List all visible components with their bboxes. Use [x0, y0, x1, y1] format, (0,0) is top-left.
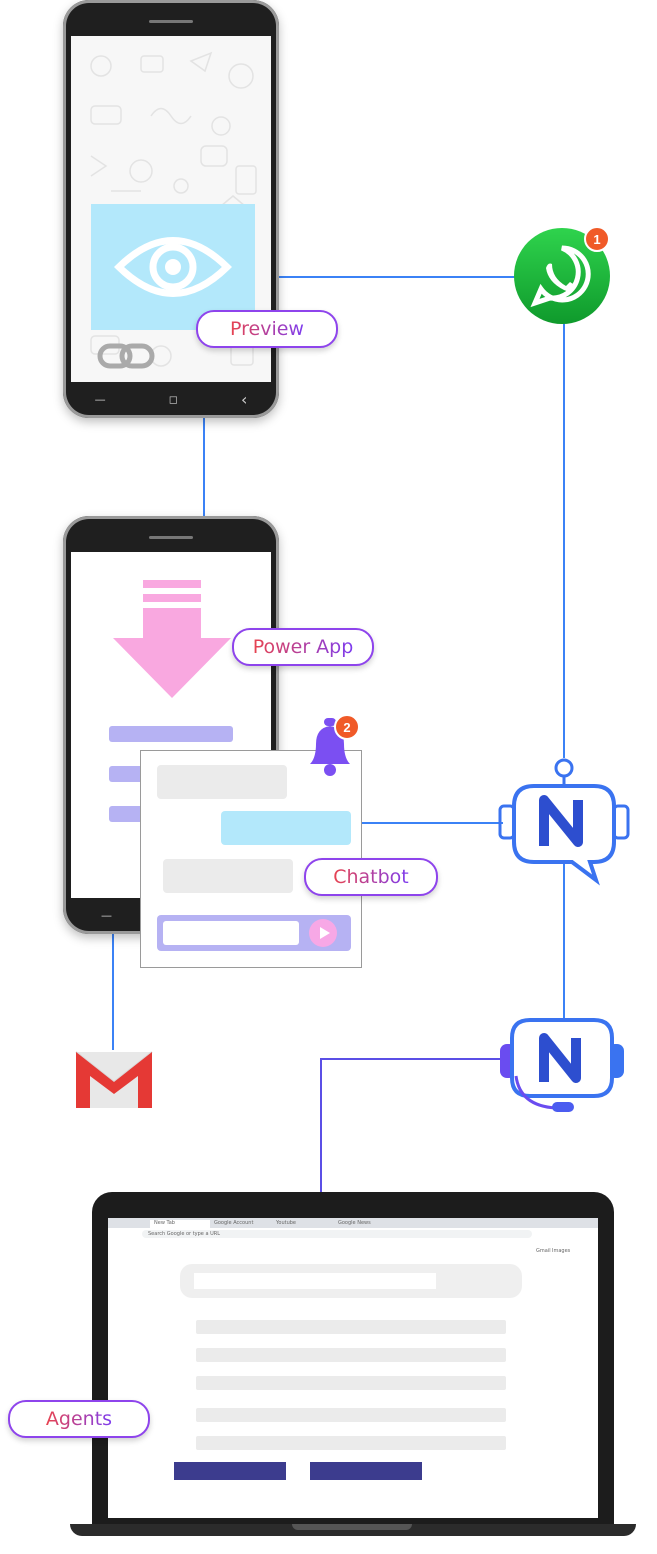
- laptop-base: [70, 1524, 636, 1536]
- whatsapp-badge: 1: [584, 226, 610, 252]
- send-button[interactable]: [309, 919, 337, 947]
- phone-navbar: —: [63, 900, 279, 930]
- browser-window: New Tab Google Account Youtube Google Ne…: [108, 1218, 598, 1518]
- browser-tab[interactable]: Youtube: [276, 1220, 296, 1226]
- agents-label: Agents: [8, 1400, 150, 1438]
- back-icon[interactable]: ‹: [240, 389, 248, 409]
- content-bar: [109, 726, 233, 742]
- phone-speaker: [149, 20, 193, 23]
- search-box[interactable]: [180, 1264, 522, 1298]
- search-input[interactable]: [194, 1273, 436, 1289]
- connector-support-laptop-h: [320, 1058, 502, 1060]
- connector-whatsapp-bot: [563, 322, 565, 758]
- browser-tab[interactable]: Google News: [338, 1220, 371, 1226]
- preview-label: Preview: [196, 310, 338, 348]
- gmail-node[interactable]: [74, 1048, 154, 1110]
- support-bot-icon: [500, 1018, 624, 1112]
- connector-chat-bot: [361, 822, 503, 824]
- laptop: New Tab Google Account Youtube Google Ne…: [92, 1192, 614, 1528]
- bell-badge: 2: [334, 714, 360, 740]
- address-bar[interactable]: Search Google or type a URL: [142, 1230, 532, 1238]
- connector-phone-phone: [203, 418, 205, 518]
- support-bot-node[interactable]: [496, 1016, 630, 1116]
- browser-tabs: New Tab Google Account Youtube Google Ne…: [108, 1218, 598, 1228]
- recent-apps-icon[interactable]: —: [101, 908, 112, 922]
- bot-node[interactable]: [498, 756, 632, 886]
- chat-input[interactable]: [163, 921, 299, 945]
- phone-preview: — ◻ ‹: [63, 0, 279, 418]
- chatbot-label: Chatbot: [304, 858, 438, 896]
- chat-bubble-incoming: [157, 765, 287, 799]
- bot-icon: [498, 758, 630, 886]
- action-button[interactable]: [174, 1462, 286, 1480]
- result-line: [196, 1376, 506, 1390]
- chat-input-bar: [157, 915, 351, 951]
- recent-apps-icon[interactable]: —: [94, 392, 106, 406]
- content-bar: [109, 766, 149, 782]
- connector-support-laptop-v: [320, 1058, 322, 1194]
- power-app-label: Power App: [232, 628, 374, 666]
- eye-icon: [114, 237, 232, 297]
- images-link[interactable]: Images: [552, 1248, 571, 1254]
- result-line: [196, 1436, 506, 1450]
- chat-bubble-outgoing: [221, 811, 351, 845]
- phone-navbar: — ◻ ‹: [63, 384, 279, 414]
- phone-speaker: [149, 536, 193, 539]
- gmail-link[interactable]: Gmail: [536, 1248, 551, 1254]
- preview-card[interactable]: [91, 204, 255, 330]
- action-button[interactable]: [310, 1462, 422, 1480]
- gmail-icon: [75, 1051, 153, 1108]
- download-arrow-icon: [113, 580, 231, 698]
- notification-bell[interactable]: 2: [300, 712, 360, 778]
- result-line: [196, 1320, 506, 1334]
- browser-tab[interactable]: Google Account: [214, 1220, 254, 1226]
- link-icon: [97, 343, 155, 369]
- chat-bubble-incoming: [163, 859, 293, 893]
- connector-bot-support: [563, 862, 565, 1022]
- whatsapp-icon: [514, 228, 610, 324]
- result-line: [196, 1348, 506, 1362]
- doodle-wallpaper: [90, 51, 257, 367]
- result-line: [196, 1408, 506, 1422]
- browser-tab[interactable]: New Tab: [150, 1220, 210, 1228]
- play-icon: [320, 927, 330, 939]
- laptop-notch: [292, 1524, 412, 1530]
- home-icon[interactable]: ◻: [168, 392, 178, 406]
- whatsapp-node[interactable]: 1: [512, 226, 612, 326]
- connector-phone-whatsapp: [276, 276, 516, 278]
- connector-phone-gmail: [112, 930, 114, 1050]
- content-bar: [109, 806, 149, 822]
